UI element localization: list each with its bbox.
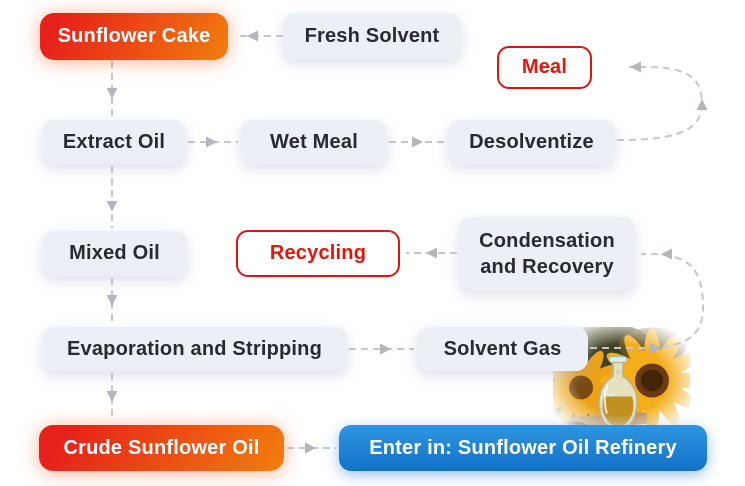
node-meal: Meal [497, 46, 592, 89]
node-fresh-solvent: Fresh Solvent [283, 13, 461, 59]
node-extract-oil: Extract Oil [42, 120, 186, 164]
node-crude-sunflower-oil: Crude Sunflower Oil [39, 425, 284, 471]
node-solvent-gas: Solvent Gas [417, 327, 588, 371]
node-desolventize: Desolventize [448, 120, 615, 164]
node-recycling: Recycling [236, 230, 400, 277]
node-evaporation-and-stripping: Evaporation and Stripping [42, 327, 347, 371]
oil-bottle-icon [598, 355, 638, 432]
node-mixed-oil: Mixed Oil [42, 231, 187, 276]
refinery-link-button[interactable]: Enter in: Sunflower Oil Refinery [339, 425, 707, 471]
connector-desolventize-to-meal [616, 66, 704, 141]
node-wet-meal: Wet Meal [241, 120, 387, 164]
node-sunflower-cake: Sunflower Cake [40, 13, 228, 60]
node-condensation-and-recovery: Condensation and Recovery [459, 217, 635, 290]
